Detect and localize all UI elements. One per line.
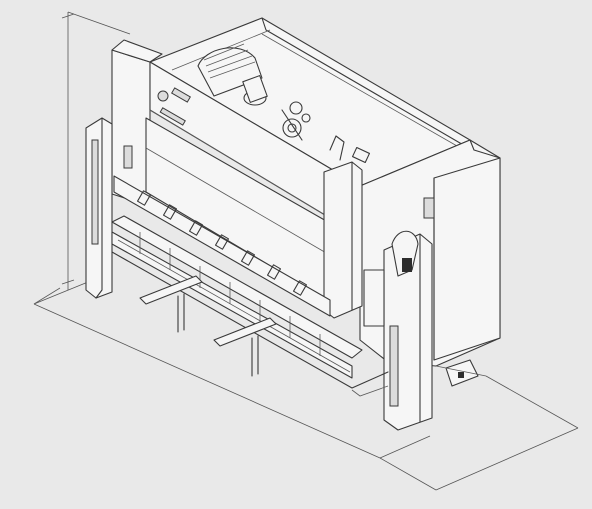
upper-beam: [145, 61, 361, 301]
length-dimension: [33, 281, 431, 459]
depth-dimension: [379, 375, 579, 491]
left-column: [85, 117, 113, 299]
height-dimension: [61, 11, 131, 290]
hydraulic-unit: [197, 43, 371, 164]
left-side-frame: [111, 39, 163, 207]
punch-clamps: [113, 175, 331, 317]
floor-footprint: [33, 287, 487, 397]
front-support-arm-left: [139, 275, 203, 333]
foot-support: [445, 359, 479, 387]
front-support-arm-right: [213, 317, 277, 377]
brand-logo-icon: [157, 90, 169, 102]
right-column: [323, 161, 433, 431]
